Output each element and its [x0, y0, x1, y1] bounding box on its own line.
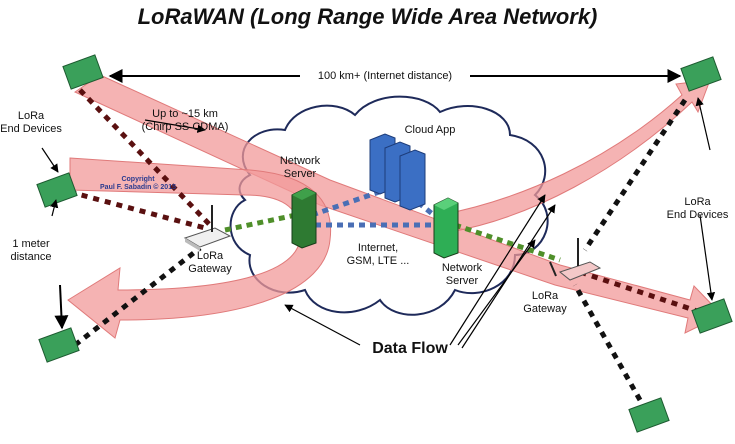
cloud-app-servers	[369, 133, 426, 211]
end-device-bottom-left	[38, 327, 80, 363]
gateway-right	[549, 238, 602, 281]
link-bottomleft-device-gateway	[73, 246, 202, 347]
range-label-line2: (Chirp SS CDMA)	[141, 121, 229, 133]
data-flow-label: Data Flow	[372, 340, 448, 357]
range-label: Up to ~15 km (Chirp SS CDMA)	[130, 108, 240, 134]
network-server-right-label: Network Server	[430, 262, 494, 288]
end-devices-left-label: LoRa End Devices	[0, 110, 62, 136]
network-server-right	[433, 197, 459, 259]
end-devices-right-label: LoRa End Devices	[660, 196, 735, 222]
network-server-right-line2: Server	[445, 275, 479, 287]
gateway-left-line1: LoRa	[196, 250, 224, 262]
link-left-gateway-server	[224, 212, 297, 233]
end-device-top-right	[680, 56, 722, 92]
end-devices	[36, 54, 733, 433]
gateway-right-label: LoRa Gateway	[515, 290, 575, 316]
flow-arrow-to-topright	[439, 79, 711, 233]
link-right-server-gateway	[454, 222, 561, 263]
meter-line2: distance	[10, 251, 52, 263]
gateway-left-line2: Gateway	[188, 263, 232, 275]
page-title: LoRaWAN (Long Range Wide Area Network)	[137, 4, 598, 29]
copyright-line2: Paul F. Sabadin © 2015	[100, 184, 176, 191]
internet-distance-label: 100 km+ (Internet distance)	[300, 70, 470, 83]
network-server-right-line1: Network	[441, 262, 483, 274]
end-devices-left-line2: End Devices	[0, 123, 62, 135]
link-bottom-device-gateway	[572, 283, 643, 402]
data-flow-arrows	[67, 74, 723, 339]
end-device-bottom	[628, 397, 670, 433]
end-devices-right-line1: LoRa	[684, 196, 711, 208]
end-device-mid-left	[36, 172, 78, 208]
radio-links	[69, 88, 701, 402]
pointer-arrows	[41, 97, 716, 349]
copyright-line1: Copyright	[121, 176, 155, 183]
range-label-line1: Up to ~15 km	[152, 108, 218, 120]
cloud-app-label: Cloud App	[404, 124, 456, 136]
copyright-label: Copyright Paul F. Sabadin © 2015	[88, 176, 188, 192]
meter-distance-label: 1 meter distance	[0, 238, 62, 264]
internet-line1: Internet,	[357, 242, 399, 254]
end-device-bottom-right	[691, 298, 733, 334]
internet-line2: GSM, LTE ...	[346, 255, 410, 267]
link-left-server-cloudapp	[311, 187, 386, 218]
gateway-right-line2: Gateway	[523, 303, 567, 315]
network-server-left-line1: Network	[279, 155, 321, 167]
network-server-left-line2: Server	[283, 168, 317, 180]
link-midleft-device-gateway	[69, 189, 206, 231]
meter-line1: 1 meter	[12, 238, 50, 250]
link-topright-device-gateway	[582, 98, 688, 252]
gateway-right-line1: LoRa	[531, 290, 559, 302]
end-device-top-left	[62, 54, 104, 90]
link-topleft-device-gateway	[78, 88, 212, 227]
end-devices-right-line2: End Devices	[666, 209, 729, 221]
end-devices-left-line1: LoRa	[17, 110, 45, 122]
network-server-left	[291, 187, 317, 249]
link-bottomright-device-gateway	[579, 269, 701, 315]
gateway-left-label: LoRa Gateway	[180, 250, 240, 276]
internet-label: Internet, GSM, LTE ...	[338, 242, 418, 268]
network-server-left-label: Network Server	[268, 155, 332, 181]
gateway-left	[183, 205, 232, 251]
